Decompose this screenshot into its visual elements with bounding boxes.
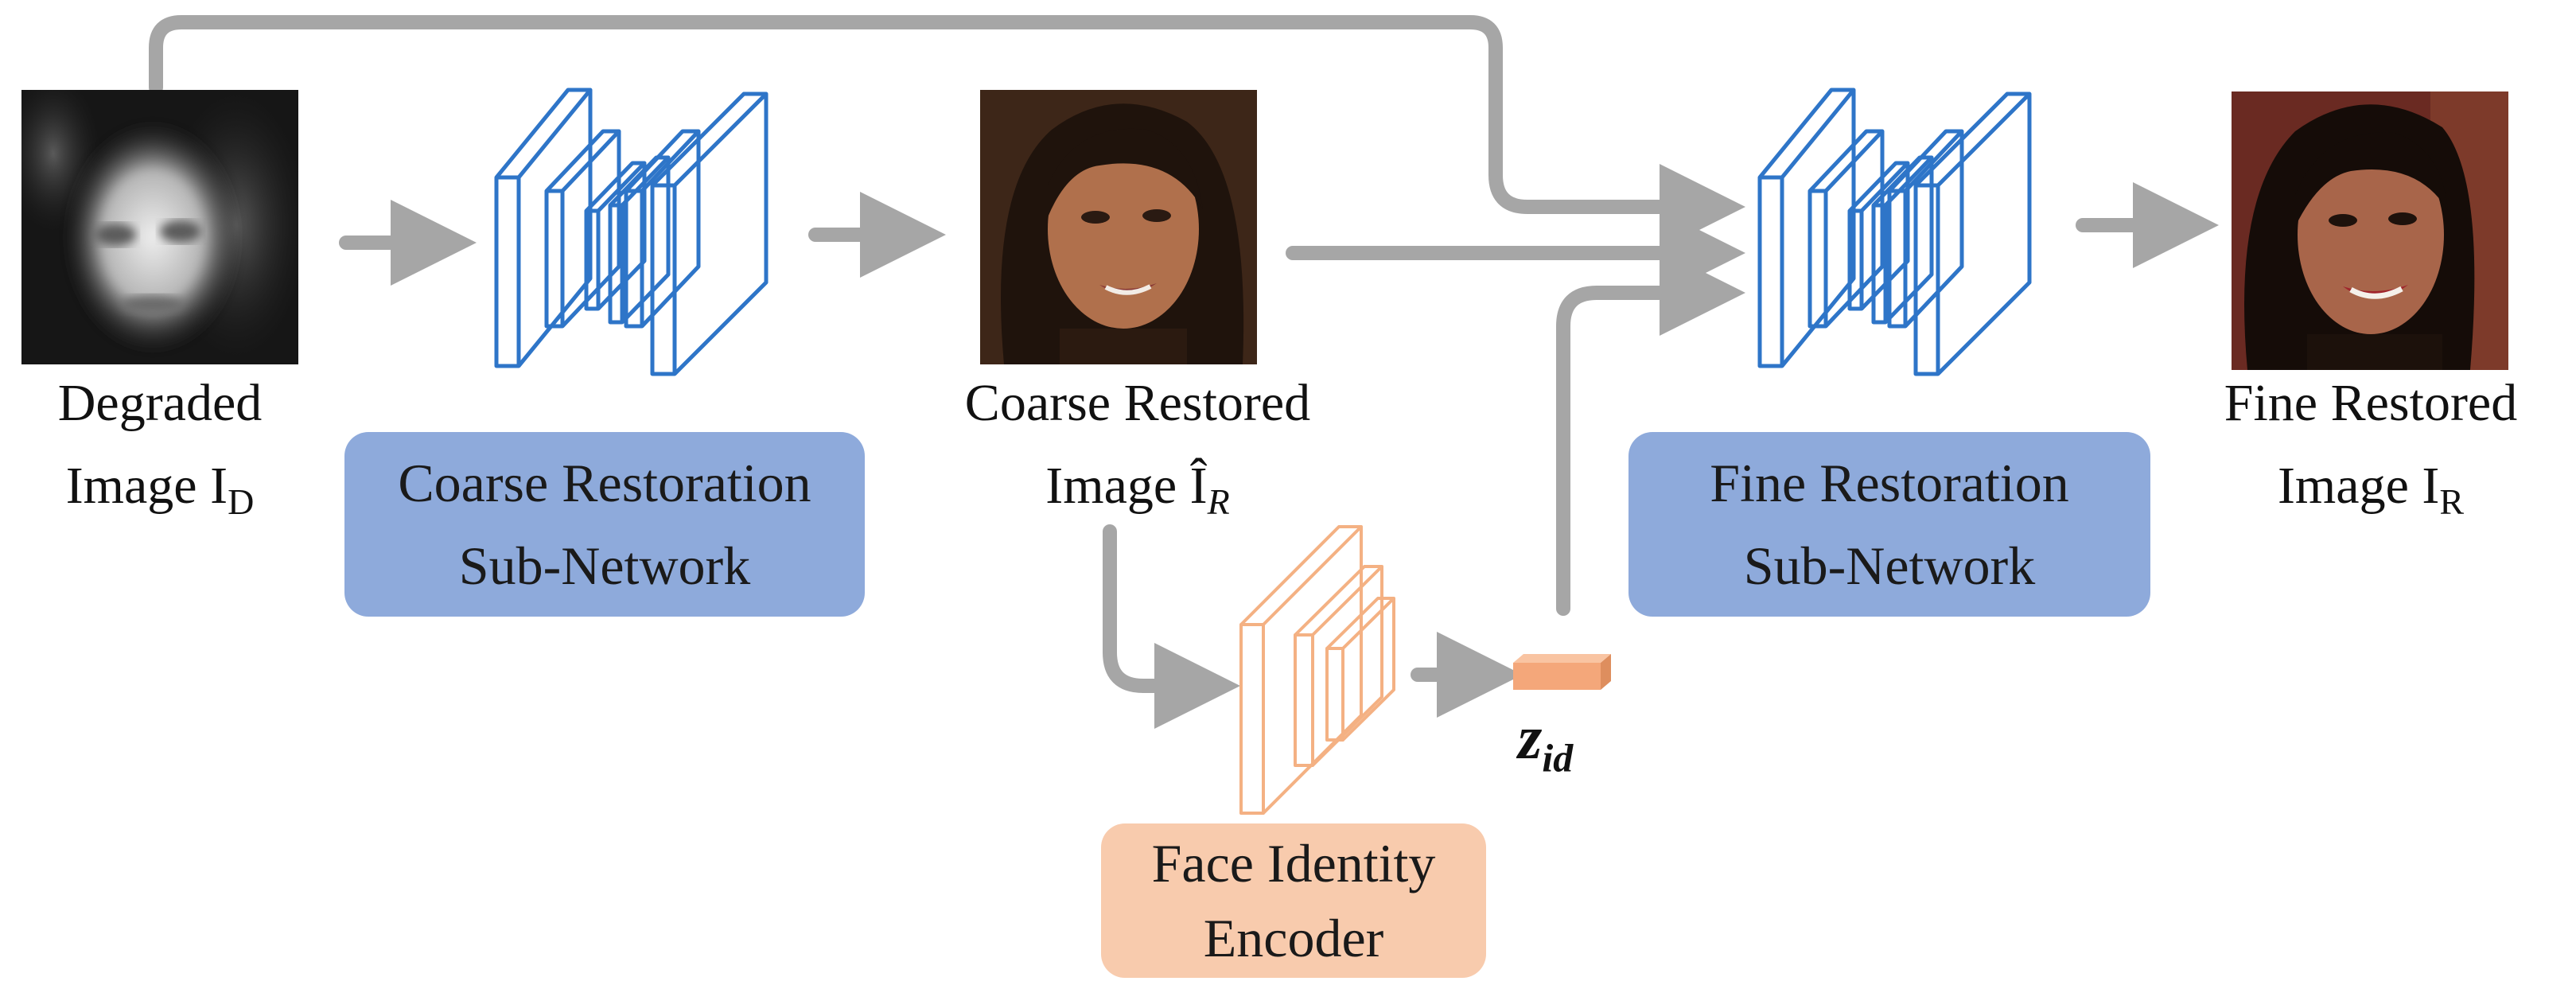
fine-image-label-line1: Fine Restored xyxy=(2224,374,2518,432)
coarse-restoration-subnetwork-box: Coarse Restoration Sub-Network xyxy=(344,432,865,617)
coarse-image-label-subscript: R xyxy=(1207,481,1230,523)
zid-block-icon xyxy=(1513,654,1611,690)
coarse-network-icon xyxy=(494,88,769,376)
fine-net-label-line1: Fine Restoration xyxy=(1710,453,2069,513)
arrow-zid-to-fine-net xyxy=(1556,250,1745,616)
fine-network-icon xyxy=(1757,88,2032,376)
degraded-label-subscript: D xyxy=(228,481,255,523)
coarse-image-label: Coarse Restored Image ÎR xyxy=(899,362,1376,543)
coarse-restored-image xyxy=(980,90,1257,364)
coarse-image-label-line2: Image ÎR xyxy=(899,445,1376,543)
skip-arrow-degraded-to-fine xyxy=(149,15,1745,250)
face-identity-encoder-box: Face Identity Encoder xyxy=(1101,823,1486,978)
zid-symbol: z xyxy=(1518,703,1543,772)
encoder-label-line2: Encoder xyxy=(1203,908,1384,968)
degraded-label-text: Image I xyxy=(65,457,228,515)
zid-label: zid xyxy=(1518,702,1573,781)
fine-image-label: Fine Restored Image IR xyxy=(2168,362,2574,543)
degraded-label-line2: Image ID xyxy=(21,445,298,543)
zid-subscript: id xyxy=(1542,735,1574,781)
fine-restored-image xyxy=(2232,91,2508,370)
coarse-image-label-text: Image Î xyxy=(1045,457,1208,515)
fine-image-label-subscript: R xyxy=(2439,481,2465,523)
fine-restoration-subnetwork-box: Fine Restoration Sub-Network xyxy=(1628,432,2150,617)
fine-image-label-line2: Image IR xyxy=(2168,445,2574,543)
arrow-coarse-img-to-encoder xyxy=(1103,524,1240,729)
fine-image-label-text: Image I xyxy=(2277,457,2440,515)
coarse-net-label-line1: Coarse Restoration xyxy=(398,453,811,513)
encoder-label-line1: Face Identity xyxy=(1151,833,1436,894)
encoder-icon xyxy=(1239,525,1395,815)
coarse-image-label-line1: Coarse Restored xyxy=(964,374,1311,432)
degraded-label-line1: Degraded xyxy=(57,374,263,432)
coarse-net-label-line2: Sub-Network xyxy=(458,535,751,596)
fine-net-label-line2: Sub-Network xyxy=(1743,535,2036,596)
degraded-image xyxy=(21,90,298,364)
degraded-image-label: Degraded Image ID xyxy=(21,362,298,543)
